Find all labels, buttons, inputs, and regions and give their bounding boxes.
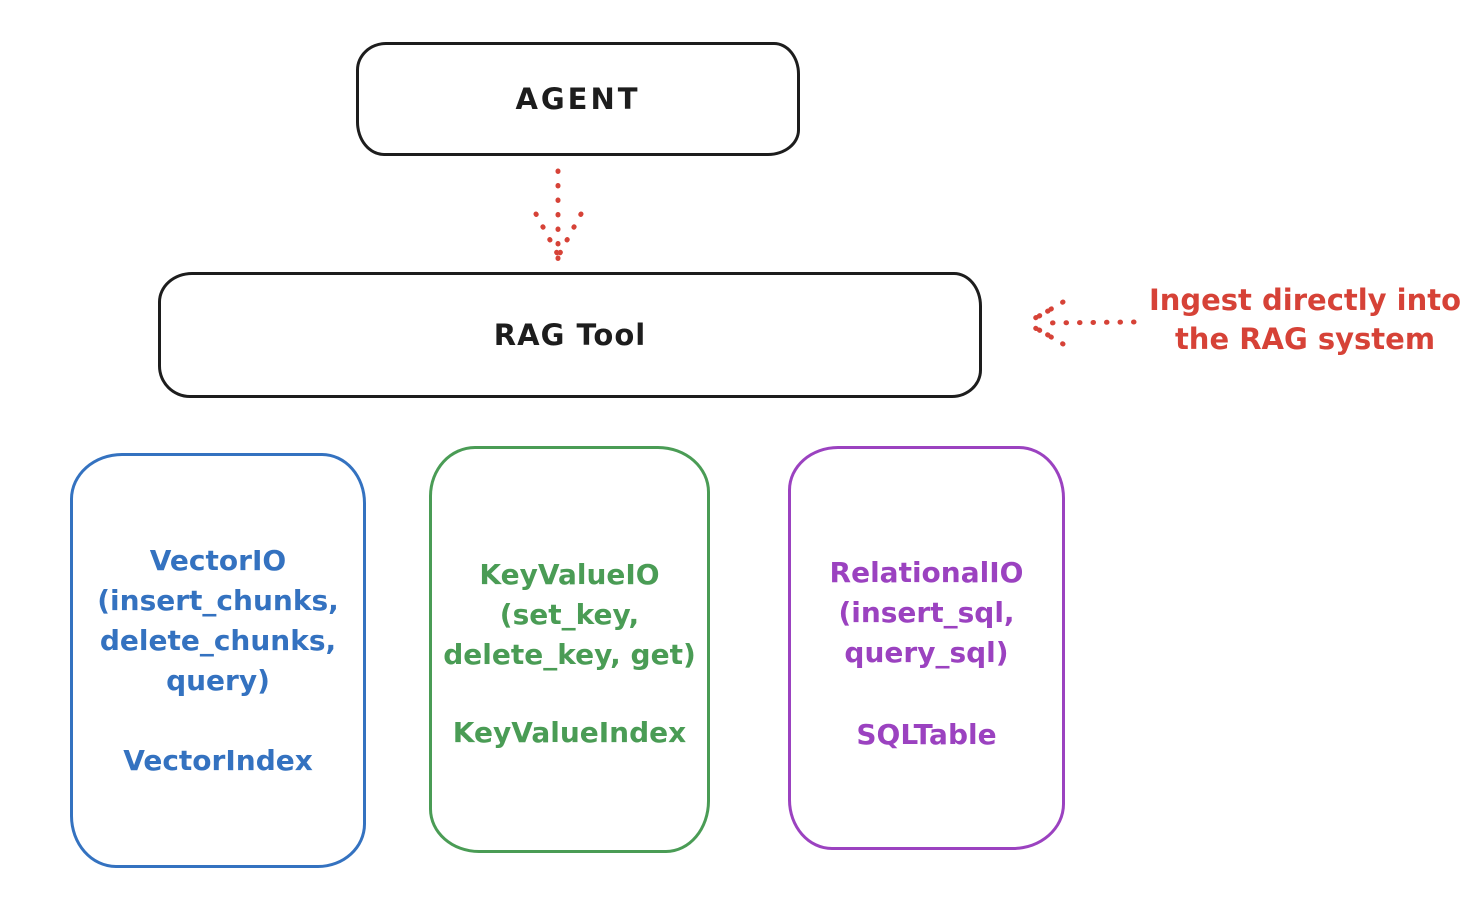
vector-io-node: VectorIO (insert_chunks, delete_chunks, … [70,453,366,868]
agent-label: AGENT [515,82,641,116]
arrow-down-left-wing [533,211,560,256]
arrow-left-inner-bottom-wing [1023,320,1051,338]
vector-io-methods-line3: query) [166,664,270,697]
relational-io-title: RelationalIO [829,556,1024,589]
key-value-io-title: KeyValueIO [479,558,660,591]
arrow-left-bottom-wing [1026,321,1066,347]
ingest-annotation-line1: Ingest directly into [1148,283,1462,317]
relational-io-methods-line2: query_sql) [844,636,1009,669]
vector-io-title: VectorIO [149,544,287,577]
ingest-annotation-line2: the RAG system [1174,322,1436,356]
ingest-to-rag-dotted-arrow [1023,299,1137,347]
ingest-annotation: Ingest directly into the RAG system [1135,281,1475,359]
arrow-left-shaft [1041,319,1137,326]
rag-tool-label: RAG Tool [493,318,647,352]
relational-io-methods-line1: (insert_sql, [838,596,1015,629]
key-value-io-methods-line2: delete_key, get) [443,638,696,671]
agent-to-rag-dotted-arrow [533,168,584,262]
vector-io-methods-line1: (insert_chunks, [97,584,339,617]
relational-io-node: RelationalIO (insert_sql, query_sql) SQL… [788,446,1065,850]
key-value-index-label: KeyValueIndex [452,716,687,749]
agent-node: AGENT [356,42,800,156]
rag-tool-node: RAG Tool [158,272,982,398]
key-value-io-methods-line1: (set_key, [499,598,640,631]
vector-index-label: VectorIndex [123,744,313,777]
vector-io-methods-line2: delete_chunks, [99,624,337,657]
arrow-left-top-wing [1026,299,1066,325]
key-value-io-node: KeyValueIO (set_key, delete_key, get) Ke… [429,446,710,853]
sql-table-label: SQLTable [856,718,997,751]
arrow-left-inner-top-wing [1023,308,1051,326]
arrow-down-right-wing [557,211,584,256]
